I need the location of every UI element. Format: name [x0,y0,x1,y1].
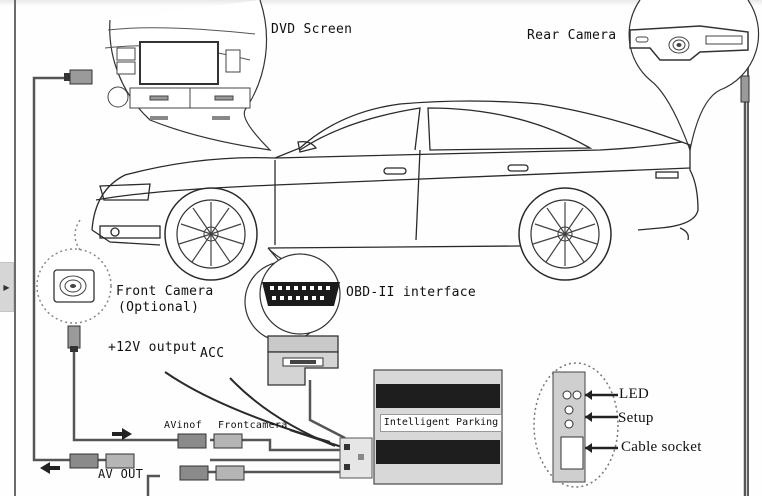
top-edge-shade [0,0,762,6]
cable-socket-label: Cable socket [621,439,702,455]
av-out-label: AV OUT [98,467,144,481]
front-camera-cable-label: Frontcamera [218,420,288,431]
car-illustration [91,100,699,249]
module-name-label: Intelligent Parking [380,414,502,432]
acc-label: ACC [200,346,225,361]
right-frame-line [747,0,749,496]
front-camera-callout [36,219,112,324]
rear-camera-callout [628,0,760,153]
front-wheel [164,187,258,281]
power-wires [164,371,346,449]
front-camera-label: Front Camera [116,284,214,299]
left-frame-line [14,0,16,496]
obd-callout [244,247,341,343]
harness-connector [339,437,373,479]
rear-wheel [518,187,612,281]
av-in-label: AVinof [164,420,202,431]
setup-label: Setup [618,410,654,426]
rear-camera-label: Rear Camera [527,28,617,43]
dvd-screen-callout [104,0,272,151]
triangle-right-icon: ▶ [3,282,10,292]
obd-interface-label: OBD-II interface [346,285,477,300]
side-panel-toggle[interactable]: ▶ [0,262,14,312]
front-camera-optional-label: (Optional) [118,300,200,315]
module-side-panel [533,362,619,488]
plus12v-output-label: +12V output [108,340,198,355]
dvd-screen-label: DVD Screen [271,22,353,37]
direction-arrows [40,428,132,474]
led-label: LED [619,386,650,402]
rca-plugs [64,69,750,481]
obd-plug [267,335,339,386]
